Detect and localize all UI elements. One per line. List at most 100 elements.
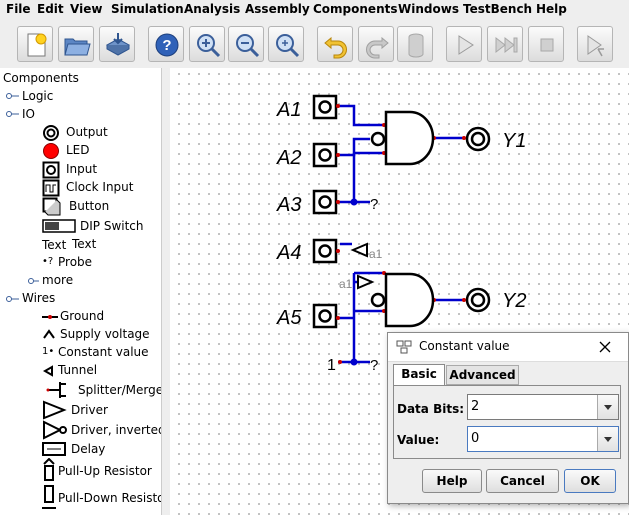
play-button[interactable] xyxy=(446,26,482,62)
delete-icon xyxy=(408,33,424,58)
value-label: Value: xyxy=(397,433,440,447)
tree-folder-more[interactable]: more xyxy=(42,273,74,287)
tree-item-button[interactable]: Button xyxy=(69,199,110,213)
tree-item-dip-switch[interactable]: DIP Switch xyxy=(80,219,144,233)
step-button[interactable] xyxy=(577,26,613,62)
menu-help[interactable]: Help xyxy=(536,2,567,16)
cancel-button[interactable]: Cancel xyxy=(486,469,559,493)
probe-label-2: ? xyxy=(370,357,378,374)
redo-icon xyxy=(366,36,389,59)
supply-voltage-icon xyxy=(43,329,55,339)
and-gate-1[interactable] xyxy=(370,110,435,166)
undo-icon xyxy=(324,36,347,59)
tree-item-clock-input[interactable]: Clock Input xyxy=(66,180,134,194)
tree-item-input[interactable]: Input xyxy=(66,162,98,176)
zoom-fit-button[interactable] xyxy=(268,26,304,62)
dropdown-arrow[interactable] xyxy=(597,427,618,451)
delete-button[interactable] xyxy=(397,26,433,62)
input-A2[interactable] xyxy=(312,142,338,168)
wire-junction xyxy=(350,198,358,206)
tree-collapse-icon[interactable] xyxy=(6,109,20,119)
undo-button[interactable] xyxy=(317,26,353,62)
data-bits-label: Data Bits: xyxy=(397,402,465,416)
driver-inverted-icon xyxy=(43,420,67,440)
tree-item-supply-voltage[interactable]: Supply voltage xyxy=(60,327,150,341)
tree-expand-icon[interactable] xyxy=(28,276,40,286)
tree-item-ground[interactable]: Ground xyxy=(60,309,105,323)
chevron-down-icon xyxy=(604,437,612,442)
dialog-titlebar[interactable]: Constant value xyxy=(388,333,628,362)
menu-testbench[interactable]: TestBench xyxy=(463,2,533,16)
tree-item-driver[interactable]: Driver xyxy=(71,403,108,417)
stop-button[interactable] xyxy=(528,26,564,62)
dip-switch-icon xyxy=(42,219,76,233)
zoom-in-button[interactable] xyxy=(189,26,225,62)
value-value: 0 xyxy=(471,431,480,446)
output-Y2[interactable] xyxy=(465,287,491,313)
fast-forward-button[interactable] xyxy=(487,26,523,62)
close-icon[interactable] xyxy=(598,340,612,354)
app-icon xyxy=(396,340,412,354)
tree-collapse-icon[interactable] xyxy=(6,294,20,304)
redo-button[interactable] xyxy=(358,26,394,62)
open-button[interactable] xyxy=(58,26,94,62)
save-button[interactable] xyxy=(99,26,135,62)
tab-basic[interactable]: Basic xyxy=(393,364,445,385)
help-button[interactable]: Help xyxy=(422,469,482,493)
tree-item-output[interactable]: Output xyxy=(66,125,108,139)
tree-item-driver-inverted[interactable]: Driver, inverted s xyxy=(71,423,162,437)
tree-root-components[interactable]: Components xyxy=(3,71,79,85)
input-A5[interactable] xyxy=(312,303,338,329)
tree-item-probe[interactable]: Probe xyxy=(58,255,93,269)
tunnel-label-a1-2: a1 xyxy=(339,277,353,291)
play-icon xyxy=(458,35,474,55)
tree-item-delay[interactable]: Delay xyxy=(71,442,106,456)
value-select[interactable]: 0 xyxy=(467,426,619,452)
ok-button[interactable]: OK xyxy=(564,469,616,493)
label-A4: A4 xyxy=(276,242,301,264)
new-file-icon xyxy=(27,33,47,57)
output-Y1[interactable] xyxy=(465,126,491,152)
menu-components[interactable]: Components xyxy=(313,2,398,16)
menu-assembly[interactable]: Assembly xyxy=(245,2,310,16)
tree-item-led[interactable]: LED xyxy=(66,143,90,157)
output-icon xyxy=(43,125,59,141)
tree-folder-wires[interactable]: Wires xyxy=(22,291,56,305)
zoom-out-button[interactable] xyxy=(228,26,264,62)
tree-folder-logic[interactable]: Logic xyxy=(22,89,54,103)
delay-icon xyxy=(42,442,66,456)
input-A3[interactable] xyxy=(312,189,338,215)
tree-folder-io[interactable]: IO xyxy=(22,107,35,121)
help-icon: ? xyxy=(155,33,179,57)
zoom-out-icon xyxy=(236,34,260,58)
dropdown-arrow[interactable] xyxy=(597,395,618,419)
menu-windows[interactable]: Windows xyxy=(398,2,459,16)
tree-item-pull-down-resistor[interactable]: Pull-Down Resisto xyxy=(58,491,162,505)
new-button[interactable] xyxy=(17,26,53,62)
tab-advanced[interactable]: Advanced xyxy=(446,365,519,385)
tunnel-a1-right[interactable] xyxy=(357,274,375,290)
menu-simulation[interactable]: Simulation xyxy=(111,2,184,16)
menu-view[interactable]: View xyxy=(70,2,103,16)
menu-edit[interactable]: Edit xyxy=(37,2,64,16)
tree-item-constant-value[interactable]: Constant value xyxy=(58,345,149,359)
label-Y1: Y1 xyxy=(502,130,526,152)
tree-expand-icon[interactable] xyxy=(6,91,20,101)
zoom-in-icon xyxy=(197,34,221,58)
input-A1[interactable] xyxy=(312,94,338,120)
input-A4[interactable] xyxy=(312,238,338,264)
tree-splitter[interactable] xyxy=(161,68,170,515)
help-button[interactable]: ? xyxy=(148,26,184,62)
tree-item-pull-up-resistor[interactable]: Pull-Up Resistor xyxy=(58,464,152,478)
menu-analysis[interactable]: Analysis xyxy=(184,2,241,16)
data-bits-select[interactable]: 2 xyxy=(467,394,619,420)
tree-item-text[interactable]: Text xyxy=(72,237,97,251)
menu-bar: File Edit View Simulation Analysis Assem… xyxy=(0,0,629,20)
tree-item-tunnel[interactable]: Tunnel xyxy=(58,363,98,377)
and-gate-2[interactable] xyxy=(370,272,435,328)
clock-input-icon xyxy=(42,179,60,197)
tree-item-splitter[interactable]: Splitter/Merger xyxy=(78,383,162,397)
tunnel-a1-left[interactable] xyxy=(350,242,368,258)
label-A1: A1 xyxy=(276,99,301,121)
menu-file[interactable]: File xyxy=(6,2,31,16)
